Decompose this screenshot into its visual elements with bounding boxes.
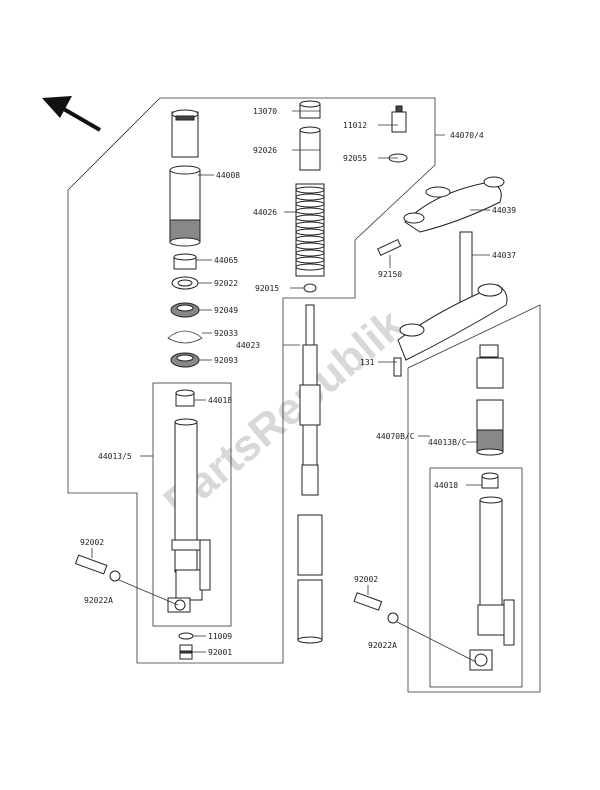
inner-tube-right-part (476, 344, 504, 456)
label-13070: 13070 (253, 107, 277, 116)
circlip-part (167, 330, 203, 344)
spring-coil (295, 221, 325, 229)
label-44023: 44023 (236, 341, 260, 350)
label-92033: 92033 (214, 329, 238, 338)
label-92093: 92093 (214, 356, 238, 365)
air-valve-part (391, 105, 407, 133)
label-44070b-c: 44070B/C (376, 432, 415, 441)
washer-left-part (109, 570, 121, 582)
label-92001: 92001 (208, 648, 232, 657)
assembly-boundary-left (67, 97, 445, 664)
direction-arrow-icon (42, 96, 102, 132)
bolt-131-part (393, 357, 402, 377)
outer-tube-left-part (167, 418, 211, 613)
label-92022a-left: 92022A (84, 596, 113, 605)
slide-bushing-right-part (481, 472, 499, 489)
bolt-92001-part (179, 644, 193, 660)
spring-coil (295, 207, 325, 215)
spring-coil (295, 186, 325, 194)
damper-rod-part (297, 304, 323, 644)
label-92002-left: 92002 (80, 538, 104, 547)
spring-coil (295, 193, 325, 201)
bushing-part (173, 253, 197, 270)
spring-seat-part (299, 100, 321, 119)
gasket-part (178, 632, 194, 640)
label-44018-right: 44018 (434, 481, 458, 490)
label-44026: 44026 (253, 208, 277, 217)
label-44039: 44039 (492, 206, 516, 215)
ring-part (303, 283, 317, 293)
spacer-part (299, 126, 321, 171)
leader-lines (91, 110, 490, 663)
label-131: 131 (360, 358, 375, 367)
label-11009: 11009 (208, 632, 232, 641)
assembly-boundary-right (407, 304, 541, 693)
label-44065: 44065 (214, 256, 238, 265)
spring-coil (295, 263, 325, 271)
steering-stem-part (397, 231, 508, 361)
label-44070-4: 44070/4 (450, 131, 484, 140)
label-92026: 92026 (253, 146, 277, 155)
label-44013-5: 44013/5 (98, 452, 132, 461)
label-92049: 92049 (214, 306, 238, 315)
label-11012: 11012 (343, 121, 367, 130)
washer-part (171, 276, 199, 290)
spring-coil (295, 249, 325, 257)
slide-bushing-left-part (175, 389, 195, 407)
label-92015: 92015 (255, 284, 279, 293)
axle-bolt-left-part (74, 554, 108, 575)
upper-bracket-part (403, 176, 505, 233)
inner-tube-part (169, 165, 201, 247)
dust-seal-part (170, 352, 200, 368)
label-44037: 44037 (492, 251, 516, 260)
spring-coil (295, 235, 325, 243)
label-92022a-right: 92022A (368, 641, 397, 650)
label-44013b-c: 44013B/C (428, 438, 467, 447)
spring-coil (295, 242, 325, 250)
washer-right-part (387, 612, 399, 624)
spring-coil (295, 214, 325, 222)
spring-coils (295, 186, 325, 271)
outer-tube-box-right (429, 467, 523, 688)
label-92022: 92022 (214, 279, 238, 288)
label-92150: 92150 (378, 270, 402, 279)
outer-tube-box-left (152, 382, 232, 627)
label-92055: 92055 (343, 154, 367, 163)
pinch-bolt-part (377, 238, 402, 256)
fork-cap-part (171, 109, 199, 158)
label-92002-right: 92002 (354, 575, 378, 584)
oil-seal-part (170, 302, 200, 318)
spring-coil (295, 228, 325, 236)
spring-coil (295, 256, 325, 264)
label-44008: 44008 (216, 171, 240, 180)
outer-tube-right-part (469, 496, 515, 671)
label-44018-left: 44018 (208, 396, 232, 405)
axle-bolt-right-part (353, 592, 383, 611)
spring-coil (295, 200, 325, 208)
